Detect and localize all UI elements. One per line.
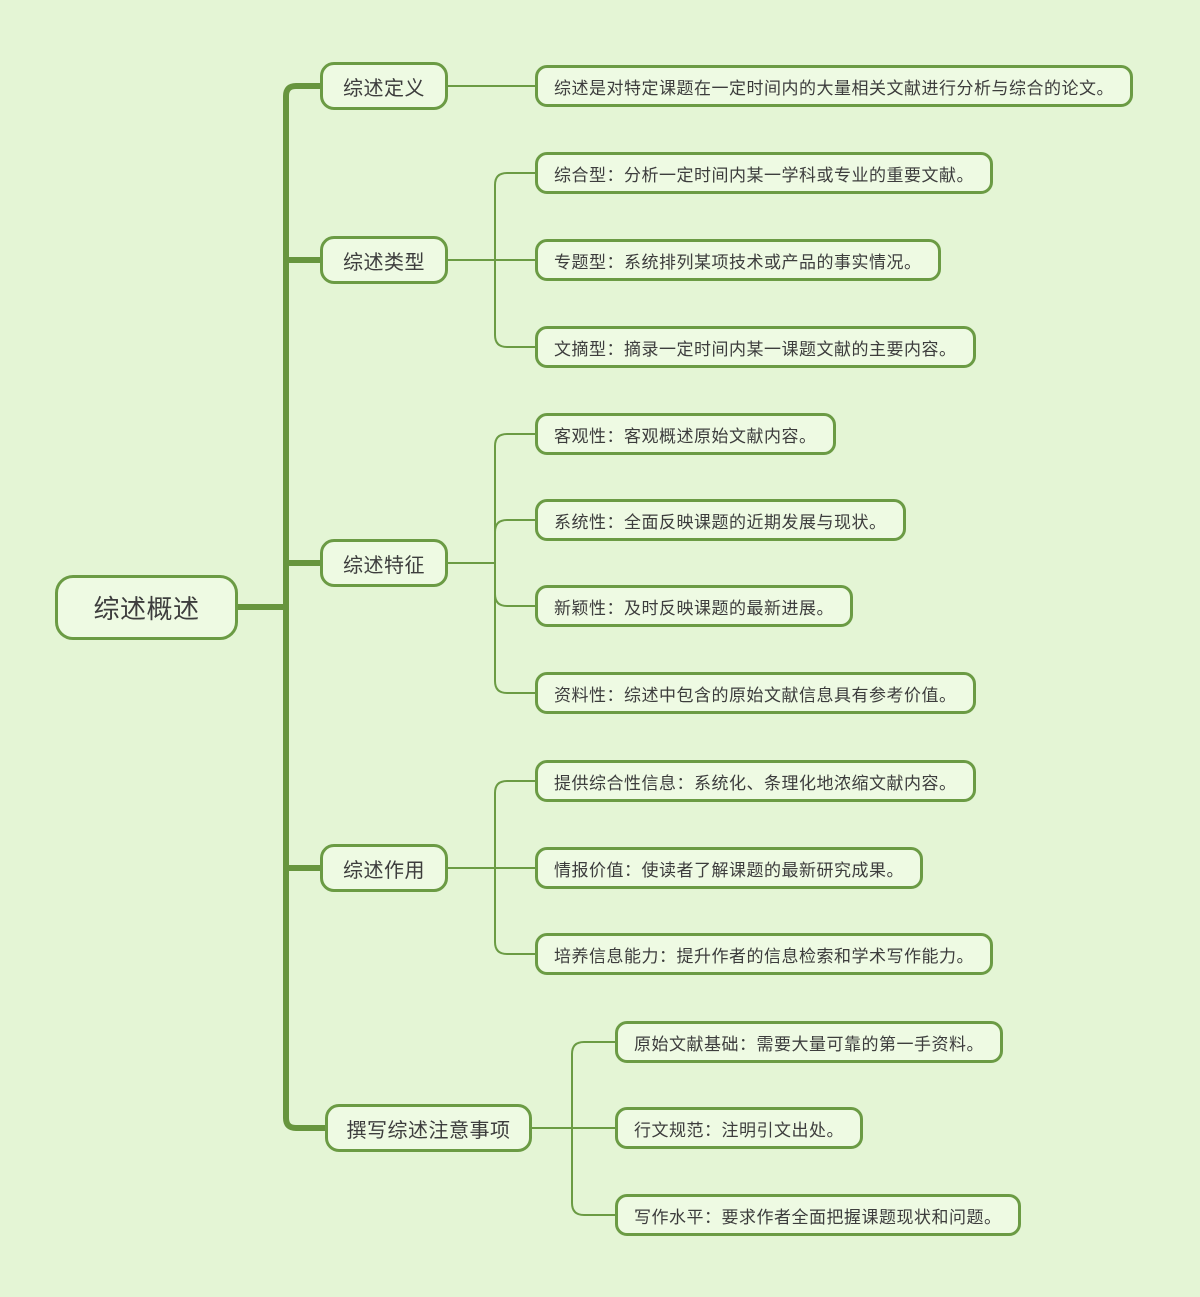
leaf-node-type-abstract[interactable]: 文摘型：摘录一定时间内某一课题文献的主要内容。 bbox=[535, 326, 976, 368]
leaf-node-feature-systematic[interactable]: 系统性：全面反映课题的近期发展与现状。 bbox=[535, 499, 906, 541]
leaf-connector bbox=[494, 172, 535, 260]
leaf-node-definition-text[interactable]: 综述是对特定课题在一定时间内的大量相关文献进行分析与综合的论文。 bbox=[535, 65, 1133, 107]
leaf-connector bbox=[494, 563, 535, 694]
leaf-node-note-writing-level[interactable]: 写作水平：要求作者全面把握课题现状和问题。 bbox=[615, 1194, 1021, 1236]
branch-node-functions[interactable]: 综述作用 bbox=[320, 844, 448, 892]
branch-node-writing-notes[interactable]: 撰写综述注意事项 bbox=[325, 1104, 532, 1152]
leaf-connector bbox=[494, 780, 535, 868]
leaf-node-note-literature-base[interactable]: 原始文献基础：需要大量可靠的第一手资料。 bbox=[615, 1021, 1003, 1063]
root-node-overview[interactable]: 综述概述 bbox=[55, 575, 238, 640]
branch-node-types[interactable]: 综述类型 bbox=[320, 236, 448, 284]
leaf-node-function-info[interactable]: 提供综合性信息：系统化、条理化地浓缩文献内容。 bbox=[535, 760, 976, 802]
leaf-node-feature-objectivity[interactable]: 客观性：客观概述原始文献内容。 bbox=[535, 413, 836, 455]
leaf-node-function-intelligence[interactable]: 情报价值：使读者了解课题的最新研究成果。 bbox=[535, 847, 923, 889]
leaf-node-type-comprehensive[interactable]: 综合型：分析一定时间内某一学科或专业的重要文献。 bbox=[535, 152, 993, 194]
branch-node-definition[interactable]: 综述定义 bbox=[320, 62, 448, 110]
leaf-node-function-ability[interactable]: 培养信息能力：提升作者的信息检索和学术写作能力。 bbox=[535, 933, 993, 975]
leaf-node-feature-novelty[interactable]: 新颖性：及时反映课题的最新进展。 bbox=[535, 585, 853, 627]
leaf-connector bbox=[494, 868, 535, 955]
leaf-node-type-special[interactable]: 专题型：系统排列某项技术或产品的事实情况。 bbox=[535, 239, 941, 281]
leaf-node-note-citation-norm[interactable]: 行文规范：注明引文出处。 bbox=[615, 1107, 863, 1149]
leaf-node-feature-reference[interactable]: 资料性：综述中包含的原始文献信息具有参考价值。 bbox=[535, 672, 976, 714]
branch-node-features[interactable]: 综述特征 bbox=[320, 539, 448, 587]
leaf-connector bbox=[494, 260, 535, 348]
leaf-connector bbox=[494, 433, 535, 563]
leaf-connector bbox=[494, 563, 535, 607]
leaf-connector bbox=[494, 519, 535, 563]
leaf-connector bbox=[571, 1041, 615, 1128]
leaf-connector bbox=[571, 1128, 615, 1216]
